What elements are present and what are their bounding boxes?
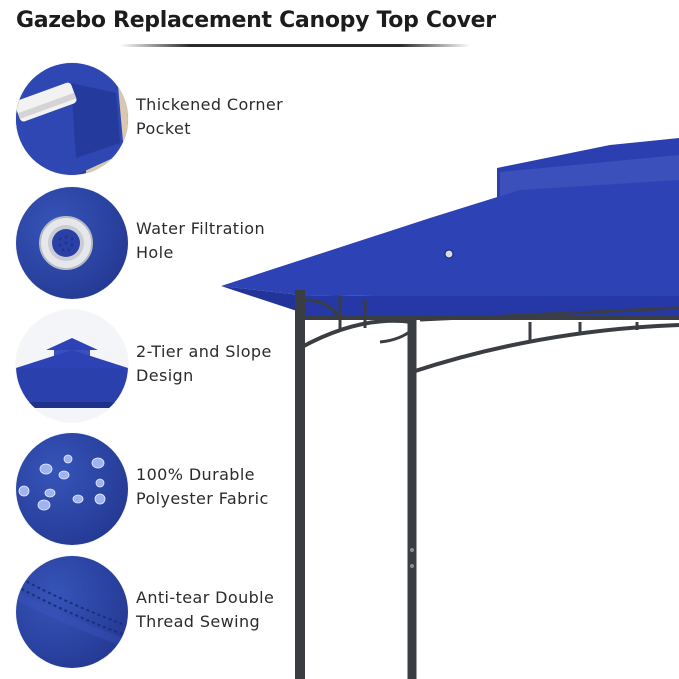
canopy-valance	[300, 296, 679, 318]
corner-pocket-icon	[16, 63, 128, 175]
feature-item-polyester-fabric: 100% Durable Polyester Fabric	[16, 433, 336, 547]
post-bolt	[410, 564, 414, 568]
two-tier-canopy-icon	[16, 310, 128, 422]
feature-item-corner-pocket: Thickened Corner Pocket	[16, 63, 336, 177]
post-bolt	[410, 548, 414, 552]
roof-eyelet	[444, 249, 454, 259]
feature-label: 100% Durable Polyester Fabric	[136, 465, 269, 508]
feature-item-double-thread-sewing: Anti-tear Double Thread Sewing	[16, 556, 336, 670]
feature-item-two-tier-design: 2-Tier and Slope Design	[16, 310, 336, 424]
feature-label: 2-Tier and Slope Design	[136, 342, 272, 385]
feature-label: Anti-tear Double Thread Sewing	[136, 588, 275, 631]
feature-label: Water Filtration Hole	[136, 219, 266, 262]
feature-item-water-filtration-hole: Water Filtration Hole	[16, 187, 336, 301]
canopy-main-roof	[221, 180, 679, 300]
feature-label: Thickened Corner Pocket	[136, 95, 284, 138]
water-filtration-hole-icon	[16, 187, 128, 299]
page-title: Gazebo Replacement Canopy Top Cover	[16, 8, 496, 33]
title-underline	[120, 44, 470, 47]
gazebo-frame	[295, 290, 679, 679]
double-thread-seam-icon	[16, 556, 128, 668]
water-droplets-icon	[16, 433, 128, 545]
